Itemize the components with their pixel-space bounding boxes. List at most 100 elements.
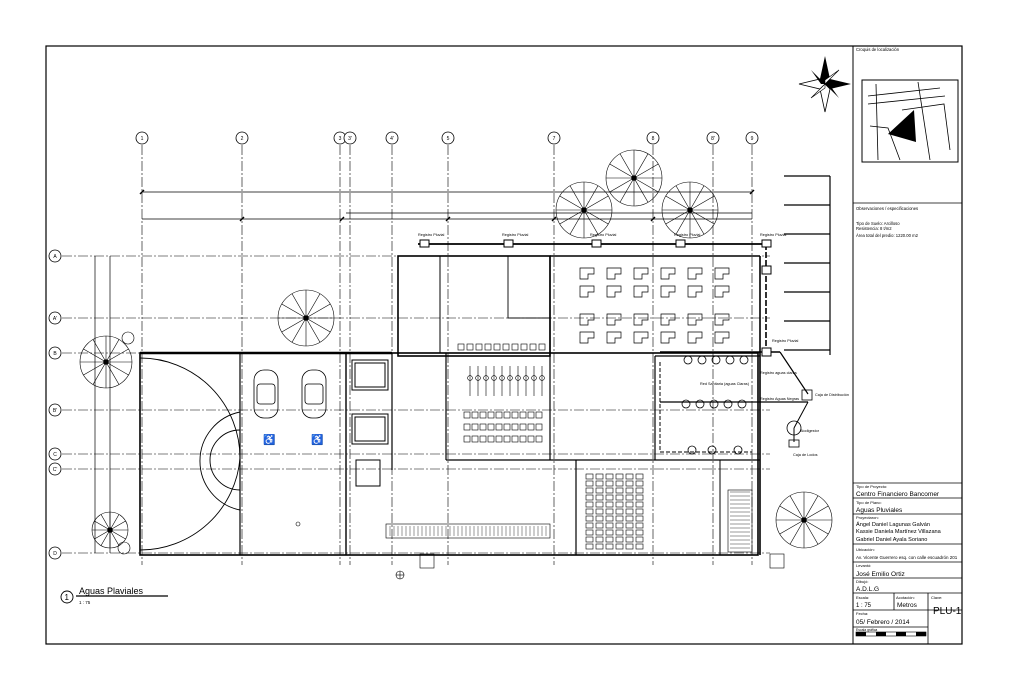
tree-icon	[605, 149, 663, 207]
title-block: Croquis de localización Observaciones / …	[856, 47, 962, 632]
seat	[585, 543, 594, 550]
designers-label: Proyectaron:	[856, 515, 879, 520]
location-sketch-map	[861, 79, 959, 163]
label-registro-aguas-negras: Registro Aguas Negras	[760, 397, 799, 401]
seat	[635, 494, 644, 501]
seat	[463, 423, 471, 431]
designer-2: Kassie Daniela Martínez Villazana	[856, 529, 942, 535]
site-marker	[888, 110, 916, 142]
seat	[495, 411, 503, 419]
seat	[595, 529, 604, 536]
dimension-lines	[94, 189, 755, 553]
grid-column-label: 8	[652, 136, 655, 142]
project-type-label: Tipo de Proyecto:	[856, 484, 887, 489]
chair	[538, 343, 546, 351]
registro-pluvial: Registro Pluvial	[772, 339, 799, 343]
grid-row-C: C	[48, 447, 770, 461]
seat	[519, 423, 527, 431]
seat	[595, 515, 604, 522]
view-title: 1 Aguas Plaviales 1 : 75	[60, 586, 168, 605]
row-grid: AA'BB'CC'D	[48, 249, 770, 560]
registro-pluvial: Registro Pluvial	[760, 233, 787, 248]
grid-row-label: A'	[53, 316, 57, 322]
desk	[606, 267, 622, 280]
grid-column-8: 8	[646, 131, 660, 565]
desk	[633, 267, 649, 280]
drain-fixtures	[681, 355, 813, 455]
registro-pluvial-label: Registro Pluvial	[418, 233, 445, 237]
seat	[471, 423, 479, 431]
seat	[605, 487, 614, 494]
seat	[535, 435, 543, 443]
tree-icon	[79, 335, 133, 389]
desk	[606, 285, 622, 298]
desk	[606, 313, 622, 326]
seat	[635, 480, 644, 487]
chair	[520, 343, 528, 351]
desk	[714, 285, 730, 298]
seat	[527, 435, 535, 443]
grid-row-label: A	[53, 254, 57, 260]
grid-column-label: 1	[141, 136, 144, 142]
seat	[615, 508, 624, 515]
grid-column-2: 2	[235, 131, 249, 565]
label-biodigestor: Biodigestor	[800, 429, 820, 433]
scale-value: 1 : 75	[856, 603, 872, 609]
title-block-lines	[853, 202, 962, 644]
observations-label: Observaciones / especificaciones	[856, 206, 918, 211]
seat	[635, 543, 644, 550]
view-scale: 1 : 75	[79, 600, 91, 605]
grid-column-7: 7	[547, 131, 561, 565]
label-caja-lodos: Caja de Lodos	[793, 453, 818, 457]
surveyed-by: José Emilio Ortiz	[856, 571, 905, 578]
plan-annotations: Registro aguas claras Red Sanitaria (agu…	[700, 371, 849, 457]
grid-row-A': A'	[48, 311, 770, 325]
seat	[595, 536, 604, 543]
seat	[479, 435, 487, 443]
seat	[487, 423, 495, 431]
seat	[625, 487, 634, 494]
view-name: Aguas Plaviales	[79, 586, 144, 596]
grid-column-3: 3	[333, 131, 347, 565]
units-label: Acotación:	[896, 595, 915, 600]
plan-type: Aguas Pluviales	[856, 507, 903, 514]
registro-pluvial	[761, 265, 772, 275]
chair	[466, 343, 474, 351]
chair-row	[457, 343, 546, 396]
seat	[635, 515, 644, 522]
seat	[585, 480, 594, 487]
seat	[615, 536, 624, 543]
seat	[495, 423, 503, 431]
soil-type: Tipo de Suelo: Arcilloso	[856, 221, 900, 226]
grid-column-label: 8'	[711, 136, 715, 142]
seat	[635, 508, 644, 515]
registro-pluvial-label: Registro Pluvial	[772, 339, 799, 343]
grid-column-label: 3'	[348, 136, 352, 142]
date-label: Fecha:	[856, 611, 868, 616]
chair	[511, 343, 519, 351]
seat	[479, 423, 487, 431]
seat	[635, 487, 644, 494]
seat	[463, 411, 471, 419]
seat	[487, 411, 495, 419]
surveyed-label: Levantó:	[856, 563, 871, 568]
seat	[585, 522, 594, 529]
misc-symbols	[117, 331, 785, 580]
svg-text:♿: ♿	[311, 433, 323, 446]
seat	[625, 543, 634, 550]
seat	[635, 529, 644, 536]
seat	[635, 501, 644, 508]
seat	[635, 473, 644, 480]
desk	[633, 331, 649, 344]
project-type: Centro Financiero Bancomer	[856, 491, 940, 498]
grid-column-1: 1	[135, 131, 149, 565]
seat	[585, 529, 594, 536]
seat	[635, 522, 644, 529]
chair	[529, 343, 537, 351]
seat	[625, 515, 634, 522]
seat	[605, 480, 614, 487]
car-icon	[253, 369, 327, 419]
seat	[625, 522, 634, 529]
